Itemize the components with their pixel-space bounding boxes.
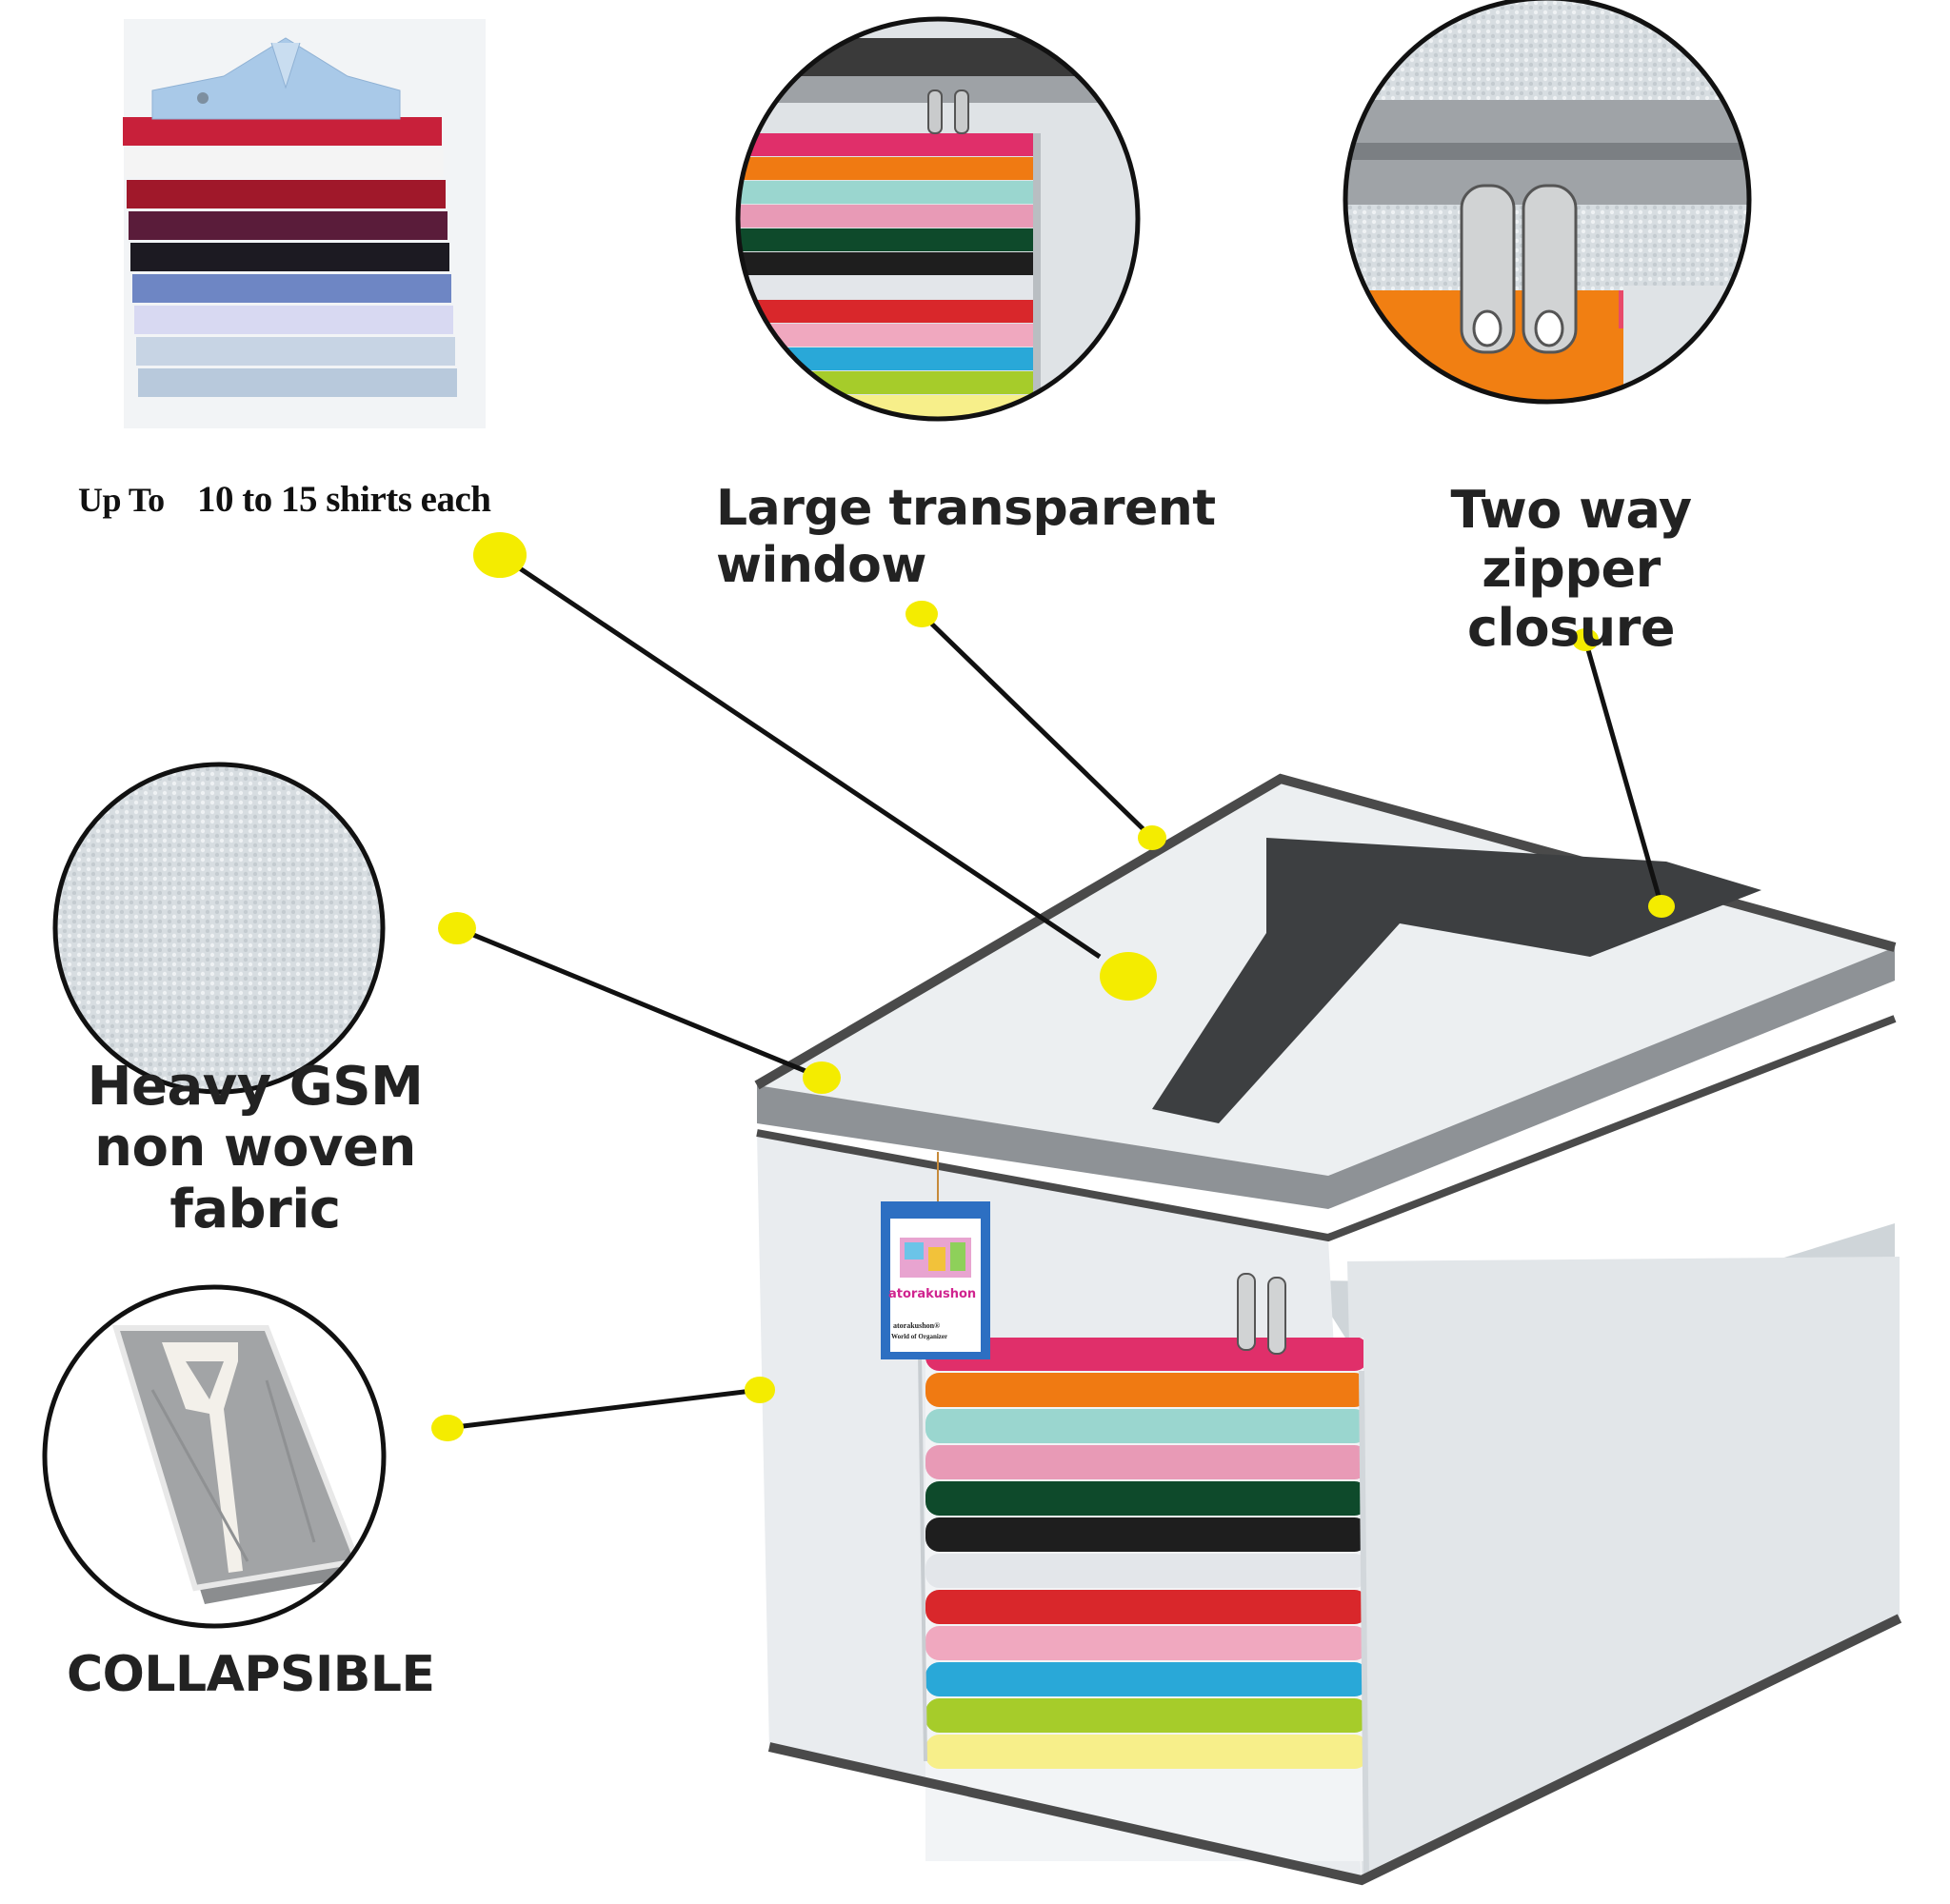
collapsible-label: COLLAPSIBLE bbox=[67, 1646, 435, 1703]
dress-shirt bbox=[132, 274, 451, 303]
folded-shirt bbox=[925, 1698, 1363, 1733]
folded-shirt bbox=[738, 205, 1047, 228]
dress-shirt bbox=[127, 180, 446, 208]
callout-lines bbox=[447, 552, 1664, 1431]
callout-dot bbox=[431, 1414, 464, 1442]
dress-shirt bbox=[125, 149, 444, 177]
fabric-texture-circle bbox=[52, 762, 386, 1095]
capacity-label: 10 to 15 shirts each bbox=[197, 479, 491, 520]
folded-shirt bbox=[738, 181, 1047, 204]
dress-shirt bbox=[138, 368, 457, 397]
fabric-label: Heavy GSM non woven fabric bbox=[87, 1056, 424, 1240]
callout-dot bbox=[1100, 951, 1157, 1001]
folded-shirt bbox=[925, 1662, 1363, 1696]
brand-tag-name: atorakushon bbox=[888, 1287, 977, 1301]
callout-dot bbox=[905, 600, 938, 628]
folded-shirt bbox=[738, 371, 1047, 394]
folded-shirt bbox=[925, 1373, 1363, 1407]
zipper-closeup-circle bbox=[1343, 0, 1752, 405]
callout-dot bbox=[1138, 825, 1166, 850]
zipper-label: Two way zipper closure bbox=[1450, 480, 1692, 659]
folded-shirt bbox=[738, 324, 1047, 347]
folded-shirt bbox=[738, 228, 1047, 251]
callout-dot bbox=[473, 532, 527, 578]
brand-tag bbox=[881, 1152, 990, 1359]
folded-shirt bbox=[925, 1481, 1363, 1516]
folded-shirt bbox=[738, 157, 1047, 180]
dress-shirt bbox=[129, 211, 448, 240]
collapsible-circle bbox=[42, 1284, 387, 1629]
dress-shirt bbox=[130, 243, 449, 271]
storage-box bbox=[754, 773, 1902, 1886]
brand-tag-line2: World of Organizer bbox=[891, 1333, 948, 1340]
callout-dot bbox=[745, 1377, 775, 1403]
callout-dot bbox=[438, 912, 476, 944]
folded-shirt bbox=[738, 252, 1047, 275]
window-label: Large transparent window bbox=[716, 480, 1216, 594]
brand-tag-line1: atorakushon® bbox=[893, 1321, 941, 1330]
folded-shirt bbox=[738, 347, 1047, 370]
folded-shirt bbox=[925, 1517, 1363, 1552]
folded-shirt bbox=[925, 1554, 1363, 1588]
shirt-stack-photo bbox=[123, 19, 486, 428]
folded-shirt bbox=[925, 1590, 1363, 1624]
callout-dot bbox=[1648, 895, 1675, 918]
folded-shirt bbox=[738, 133, 1047, 156]
folded-shirt bbox=[925, 1338, 1363, 1371]
folded-shirt bbox=[925, 1735, 1363, 1769]
folded-shirt bbox=[925, 1445, 1363, 1479]
folded-shirt bbox=[738, 300, 1047, 323]
callout-dot bbox=[1572, 628, 1599, 651]
capacity-prefix-label: Up To bbox=[78, 481, 165, 519]
dress-shirt bbox=[134, 306, 453, 334]
folded-shirt bbox=[925, 1626, 1363, 1660]
window-closeup-circle bbox=[735, 16, 1141, 422]
callout-dot bbox=[803, 1061, 841, 1094]
dress-shirt bbox=[136, 337, 455, 366]
dress-shirt bbox=[123, 117, 442, 146]
folded-shirt bbox=[925, 1409, 1363, 1443]
folded-shirt bbox=[738, 276, 1047, 299]
